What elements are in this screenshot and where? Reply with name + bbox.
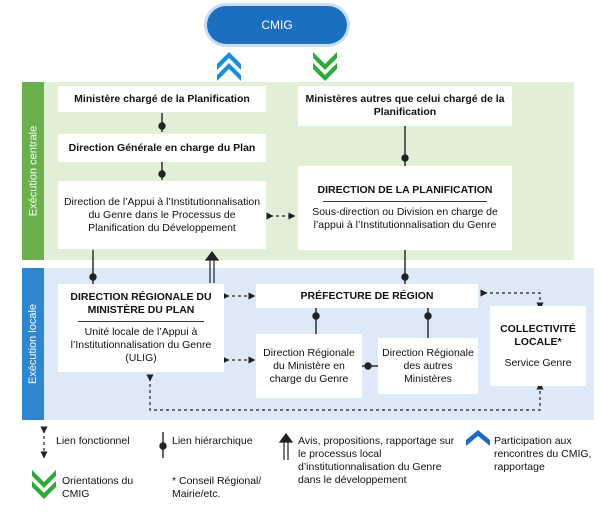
local-execution-label: Exécution locale	[22, 268, 44, 420]
divider	[77, 321, 205, 322]
legend-participation: Participation aux rencontres du CMIG, ra…	[494, 435, 592, 473]
box-prefecture-region: PRÉFECTURE DE RÉGION	[256, 284, 478, 308]
orientations-chevron-icon	[313, 52, 337, 81]
box-ministere-planification: Ministère chargé de la Planification	[58, 86, 266, 112]
box-direction-appui: Direction de l’Appui à l’Institutionnali…	[58, 181, 266, 249]
legend-note: * Conseil Régional/ Mairie/etc.	[172, 475, 262, 500]
direction-planification-title: DIRECTION DE LA PLANIFICATION	[317, 184, 493, 196]
divider	[322, 201, 488, 202]
dr-plan-sub: Unité locale de l’Appui à l’Institutionn…	[70, 326, 212, 364]
legend-orientations-icon	[32, 470, 56, 499]
participation-chevron-icon	[217, 52, 241, 81]
box-direction-regionale-plan: DIRECTION RÉGIONALE DU MINISTÈRE DU PLAN…	[58, 284, 224, 372]
direction-planification-sub: Sous-direction ou Division en charge de …	[312, 206, 498, 231]
collectivite-sub: Service Genre	[504, 356, 572, 369]
legend-participation-icon	[466, 430, 490, 446]
box-dr-ministere-genre: Direction Régionale du Ministère en char…	[256, 334, 362, 398]
legend-fonctionnel: Lien fonctionnel	[56, 435, 130, 447]
box-direction-planification: DIRECTION DE LA PLANIFICATION Sous-direc…	[298, 166, 512, 250]
box-collectivite-locale: COLLECTIVITÉ LOCALE* Service Genre	[490, 306, 586, 386]
cmig-node: CMIG	[207, 6, 347, 44]
central-execution-label: Exécution centrale	[22, 82, 44, 260]
box-direction-generale-plan: Direction Générale en charge du Plan	[58, 134, 266, 162]
box-dr-autres-ministeres: Direction Régionale des autres Ministère…	[378, 338, 478, 394]
dr-plan-title: DIRECTION RÉGIONALE DU MINISTÈRE DU PLAN	[70, 291, 212, 316]
legend-orientations: Orientations du CMIG	[62, 475, 134, 500]
legend-avis: Avis, propositions, rapportage sur le pr…	[298, 435, 455, 486]
legend-hierarchique: Lien hiérarchique	[172, 435, 253, 447]
collectivite-title: COLLECTIVITÉ LOCALE*	[500, 322, 576, 348]
box-ministeres-autres: Ministères autres que celui chargé de la…	[298, 86, 512, 126]
